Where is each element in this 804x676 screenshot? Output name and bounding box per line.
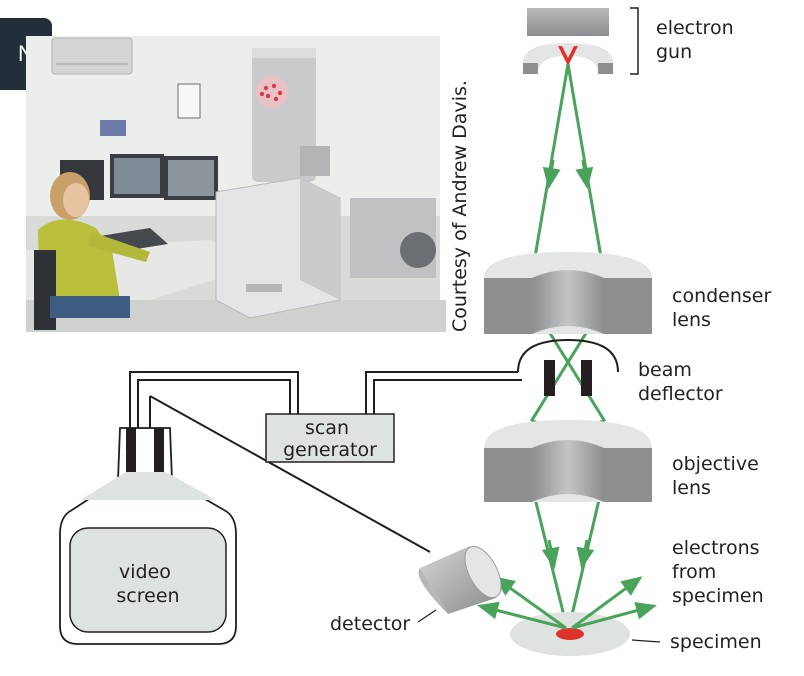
specimen <box>510 612 630 656</box>
detector <box>418 545 502 614</box>
video-screen <box>59 427 237 645</box>
electron-gun <box>523 7 639 75</box>
beam-deflector <box>517 338 619 396</box>
electron-beam <box>526 63 610 633</box>
label-detector: detector <box>330 613 410 635</box>
label-beam-deflector: beam deflector <box>638 359 723 405</box>
emitted-electrons <box>477 576 657 630</box>
sem-photo <box>26 36 446 332</box>
detector-leader <box>417 609 437 623</box>
condenser-lens <box>484 252 652 334</box>
scan-generator <box>265 413 395 463</box>
photo-credit: Courtesy of Andrew Davis. <box>449 80 471 332</box>
label-video-screen: video screen <box>116 561 179 607</box>
label-scan-generator: scan generator <box>283 417 377 461</box>
label-electrons-from-specimen: electrons from specimen <box>672 537 766 607</box>
label-objective-lens: objective lens <box>672 453 765 499</box>
label-electron-gun: electron gun <box>656 17 740 63</box>
specimen-leader <box>631 639 661 643</box>
objective-lens <box>484 420 652 502</box>
label-condenser-lens: condenser lens <box>672 285 777 331</box>
wires <box>129 371 522 553</box>
label-specimen: specimen <box>670 631 762 653</box>
